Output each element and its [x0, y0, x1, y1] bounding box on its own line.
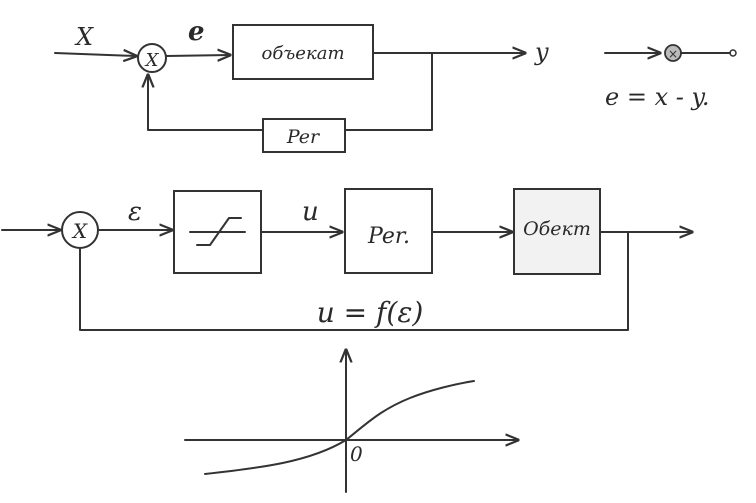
saturation-symbol [189, 217, 246, 246]
legend-equation: e = x - y. [605, 83, 709, 111]
summing-junction-1: X [137, 43, 167, 73]
characteristic-curve [204, 380, 475, 475]
characteristic-graph: 0 [184, 350, 518, 493]
error-label: e [188, 17, 205, 47]
error-label-2: ε [128, 197, 142, 227]
legend-terminal [729, 49, 737, 57]
diagram-1: X X e объекат y Per [54, 17, 549, 153]
object-label-2: Обект [523, 218, 591, 240]
feedback-path-right [344, 52, 433, 131]
feedback-path-2 [79, 231, 629, 331]
input-label: X [74, 23, 94, 51]
feedback-block [262, 118, 346, 153]
summing-junction-2: X [61, 211, 99, 249]
feedback-path-left [148, 75, 264, 131]
object-block-1 [232, 24, 374, 80]
diagram-2: X ε u Per. Обект u = f(ε) [1, 188, 692, 331]
object-block-2 [514, 189, 600, 274]
legend-sum-symbol: × [668, 47, 678, 61]
regulator-label: Per. [367, 224, 410, 249]
svg-text:X: X [71, 219, 88, 243]
function-label: u = f(ε) [317, 296, 424, 329]
object-label-1: объекат [261, 43, 344, 64]
control-label: u [302, 197, 319, 227]
origin-label: 0 [350, 442, 363, 466]
error-arrow [165, 55, 230, 56]
input-arrow [54, 53, 136, 56]
feedback-label: Per [286, 126, 321, 148]
output-label: y [534, 38, 549, 66]
svg-text:X: X [144, 50, 160, 71]
legend: × e = x - y. [604, 44, 737, 111]
